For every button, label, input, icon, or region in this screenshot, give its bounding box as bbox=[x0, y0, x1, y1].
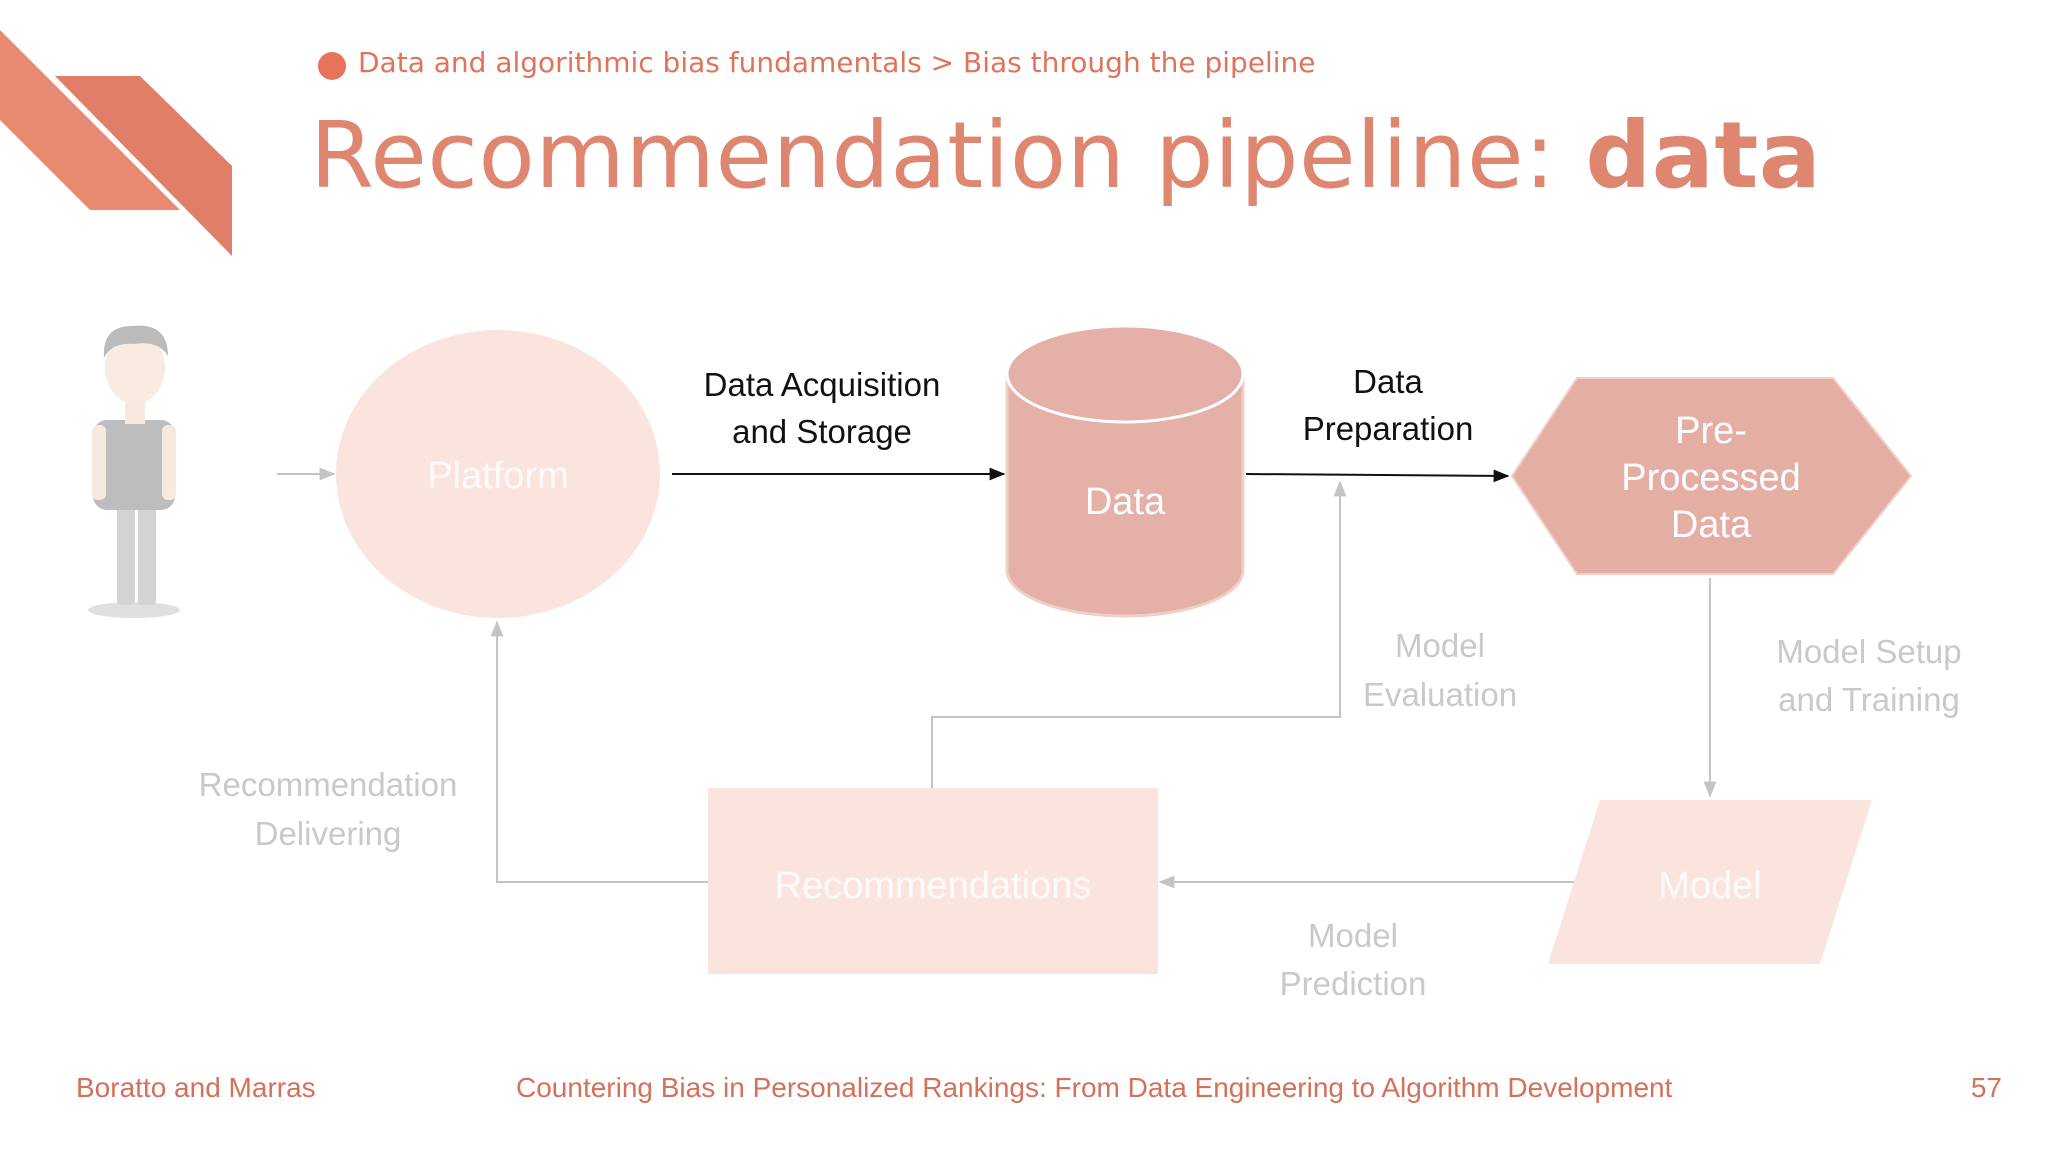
platform-node: Platform bbox=[336, 330, 660, 618]
preprocessed-data-node: Pre- Processed Data bbox=[1510, 377, 1913, 575]
data-node: Data bbox=[1005, 324, 1245, 618]
breadcrumb: Data and algorithmic bias fundamentals >… bbox=[358, 46, 1316, 79]
page-number: 57 bbox=[1970, 1072, 2002, 1103]
recommendations-label: Recommendations bbox=[775, 865, 1092, 907]
edge-label-setup: Model Setup and Training bbox=[1776, 633, 1961, 718]
page-title: Recommendation pipeline: data bbox=[310, 102, 1821, 209]
svg-text:and Training: and Training bbox=[1778, 681, 1960, 718]
user-icon bbox=[88, 325, 180, 618]
svg-text:Model: Model bbox=[1308, 917, 1398, 954]
corner-logo bbox=[0, 30, 232, 256]
preprocessed-label-3: Data bbox=[1671, 504, 1752, 546]
edge-label-preparation: Data Preparation bbox=[1303, 363, 1474, 447]
svg-text:Model: Model bbox=[1395, 627, 1485, 664]
svg-text:Recommendation: Recommendation bbox=[199, 766, 458, 803]
svg-text:Data: Data bbox=[1353, 363, 1423, 400]
svg-text:Evaluation: Evaluation bbox=[1363, 676, 1517, 713]
svg-text:Data Acquisition: Data Acquisition bbox=[704, 366, 941, 403]
edge-label-prediction: Model Prediction bbox=[1280, 917, 1427, 1002]
svg-text:and Storage: and Storage bbox=[732, 413, 912, 450]
title-bold: data bbox=[1585, 102, 1822, 209]
svg-text:Prediction: Prediction bbox=[1280, 965, 1427, 1002]
edge-label-delivering: Recommendation Delivering bbox=[199, 766, 458, 852]
footer-authors: Boratto and Marras bbox=[76, 1072, 316, 1103]
edge-label-evaluation: Model Evaluation bbox=[1363, 627, 1517, 713]
title-main: Recommendation pipeline: bbox=[310, 102, 1586, 209]
model-label: Model bbox=[1658, 865, 1762, 907]
model-node: Model bbox=[1548, 800, 1872, 964]
preprocessed-label-2: Processed bbox=[1621, 457, 1801, 499]
recommendations-node: Recommendations bbox=[708, 788, 1158, 974]
footer-course-title: Countering Bias in Personalized Rankings… bbox=[516, 1072, 1673, 1103]
preprocessed-label-1: Pre- bbox=[1675, 410, 1747, 452]
svg-text:Model Setup: Model Setup bbox=[1776, 633, 1961, 670]
svg-text:Preparation: Preparation bbox=[1303, 410, 1474, 447]
svg-text:Delivering: Delivering bbox=[255, 815, 402, 852]
platform-label: Platform bbox=[427, 455, 568, 497]
data-label: Data bbox=[1085, 481, 1166, 523]
breadcrumb-dot-icon bbox=[318, 52, 346, 80]
edge-label-acquisition: Data Acquisition and Storage bbox=[704, 366, 941, 450]
